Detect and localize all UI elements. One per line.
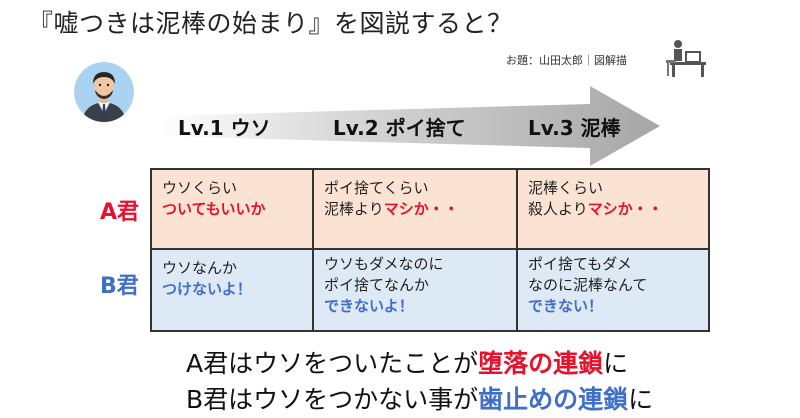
conclusion-a: A君はウソをついたことが堕落の連鎖に (186, 344, 628, 380)
cell-line: ウソくらい (162, 179, 238, 197)
conclusion-highlight: 堕落の連鎖 (478, 349, 604, 378)
level-3-label: Lv.3 泥棒 (528, 116, 621, 140)
cell-text: 泥棒より (324, 200, 384, 218)
page-title: 『嘘つきは泥棒の始まり』を図説すると？ (28, 9, 513, 38)
cell-text: 殺人より (528, 200, 588, 218)
progression-arrow (160, 86, 660, 166)
cell-a-lv3: 泥棒くらい 殺人よりマシか・・ (518, 170, 708, 248)
cell-line: ウソなんか (162, 259, 238, 277)
cell-highlight: マシか・・ (587, 200, 663, 218)
conclusion-text: A君はウソをついたことが (186, 349, 479, 378)
cell-b-lv3: ポイ捨てもダメ なのに泥棒なんて できない！ (518, 250, 708, 330)
cell-line: 泥棒くらい (528, 179, 604, 197)
person-at-desk-icon (666, 40, 706, 77)
cell-highlight: つけないよ！ (162, 280, 252, 298)
cell-a-lv2: ポイ捨てくらい 泥棒よりマシか・・ (314, 170, 516, 248)
cell-b-lv2: ウソもダメなのに ポイ捨てなんか できないよ！ (314, 250, 516, 330)
comparison-table: ウソくらい ついてもいいか ポイ捨てくらい 泥棒よりマシか・・ 泥棒くらい 殺人… (150, 168, 710, 332)
cell-line: ウソもダメなのに (324, 255, 444, 273)
conclusion-text: に (628, 385, 654, 414)
cell-highlight: できない！ (528, 297, 604, 315)
level-1-label: Lv.1 ウソ (178, 116, 271, 140)
cell-line: ポイ捨てくらい (324, 179, 429, 197)
cell-line: ポイ捨てなんか (324, 276, 430, 294)
avatar (74, 62, 134, 122)
conclusion-text: に (603, 349, 629, 378)
cell-line: ポイ捨てもダメ (528, 255, 632, 273)
cell-line: 殺人よりマシか・・ (528, 199, 698, 220)
cell-line: 泥棒よりマシか・・ (324, 199, 506, 220)
credit-text: お題：山田太郎｜図解描 (506, 54, 627, 67)
cell-b-lv1: ウソなんか つけないよ！ (152, 250, 312, 330)
conclusion-highlight: 歯止めの連鎖 (478, 385, 629, 414)
cell-highlight: ついてもいいか (162, 200, 266, 218)
level-2-label: Lv.2 ポイ捨て (333, 116, 466, 140)
cell-a-lv1: ウソくらい ついてもいいか (152, 170, 312, 248)
cell-highlight: マシか・・ (383, 200, 459, 218)
row-label-a: A君 (100, 200, 140, 225)
cell-line: なのに泥棒なんて (528, 276, 648, 294)
conclusion-text: B君はウソをつかない事が (186, 385, 479, 414)
row-label-b: B君 (100, 274, 139, 299)
conclusion-b: B君はウソをつかない事が歯止めの連鎖に (186, 380, 653, 416)
cell-highlight: できないよ！ (324, 297, 414, 315)
